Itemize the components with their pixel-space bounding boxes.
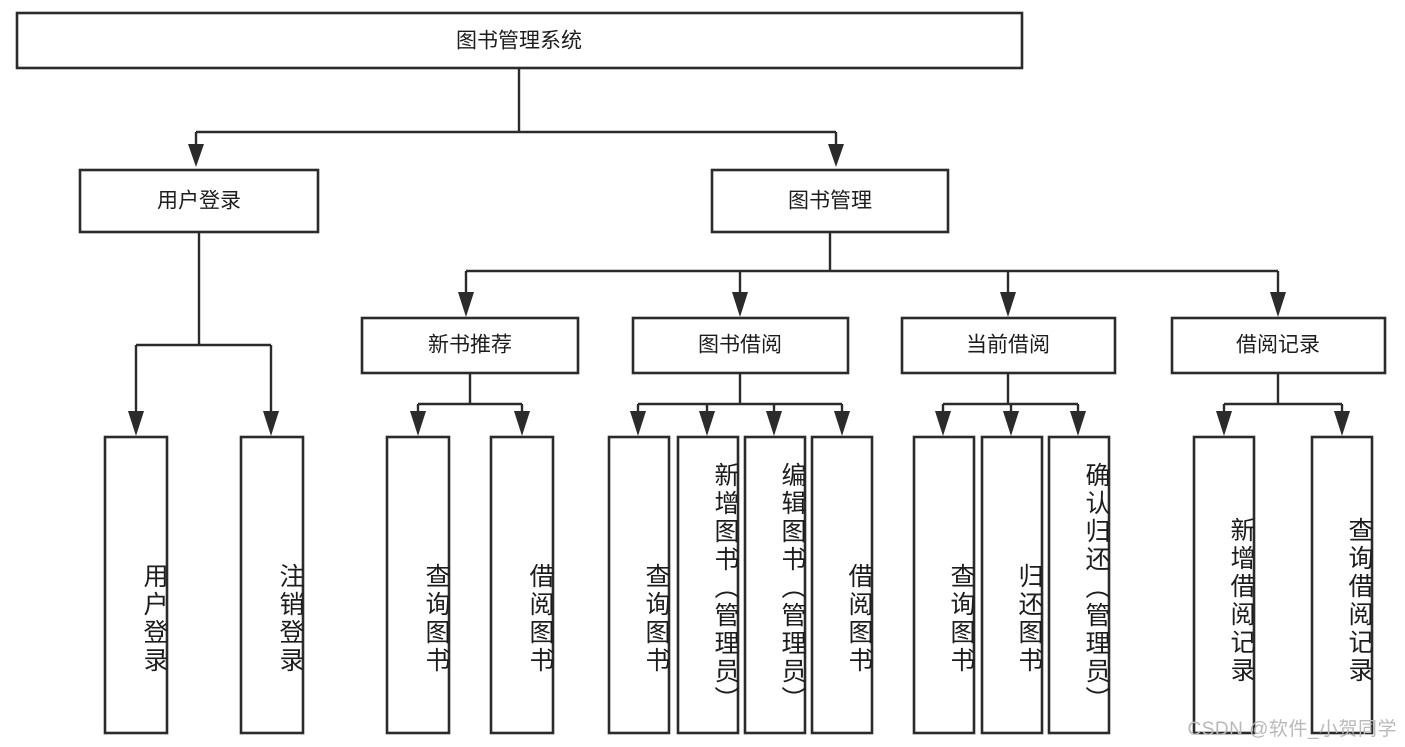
node-root[interactable]: 图书管理系统 bbox=[15, 11, 1024, 70]
arrow-head-icon bbox=[188, 144, 204, 167]
node-book-management-label: 图书管理 bbox=[788, 190, 872, 213]
connector-book-borrow-to-leaves bbox=[630, 373, 850, 436]
leaf-box-query-book-b[interactable] bbox=[607, 435, 671, 735]
csdn-watermark: CSDN @软件_小贺同学 bbox=[1187, 719, 1397, 740]
connector-borrow-record-to-leaves bbox=[1216, 373, 1350, 436]
node-user-login[interactable]: 用户登录 bbox=[78, 168, 320, 234]
arrow-head-icon bbox=[935, 411, 951, 436]
arrow-head-icon bbox=[458, 292, 474, 317]
node-user-login-box bbox=[78, 168, 320, 234]
node-user-login-label: 用户登录 bbox=[157, 190, 241, 213]
connector-new-book-recommend-to-leaves bbox=[410, 373, 530, 436]
node-current-borrow-label: 当前借阅 bbox=[966, 334, 1050, 357]
leaf-box-add-book-admin[interactable] bbox=[676, 435, 740, 735]
leaf-box-edit-book-admin[interactable] bbox=[743, 435, 807, 735]
connector-current-borrow-to-leaves bbox=[935, 373, 1086, 436]
leaf-box-borrow-book-a[interactable] bbox=[489, 435, 555, 735]
node-current-borrow-box bbox=[900, 316, 1117, 375]
leaf-box-query-book-a[interactable] bbox=[385, 435, 451, 735]
arrow-head-icon bbox=[699, 411, 715, 436]
connector-root-to-level2 bbox=[188, 68, 844, 167]
arrow-head-icon bbox=[834, 411, 850, 436]
arrow-head-icon bbox=[1003, 411, 1019, 436]
node-borrow-record[interactable]: 借阅记录 bbox=[1170, 316, 1387, 375]
arrow-head-icon bbox=[828, 144, 844, 167]
arrow-head-icon bbox=[1334, 411, 1350, 436]
arrow-head-icon bbox=[1000, 292, 1016, 317]
arrow-head-icon bbox=[1216, 411, 1232, 436]
node-book-borrow-label: 图书借阅 bbox=[698, 334, 782, 357]
leaf-box-add-borrow-record[interactable] bbox=[1192, 435, 1256, 735]
arrow-head-icon bbox=[514, 411, 530, 436]
node-book-management[interactable]: 图书管理 bbox=[710, 168, 950, 234]
node-borrow-record-label: 借阅记录 bbox=[1236, 334, 1320, 357]
arrow-head-icon bbox=[1070, 411, 1086, 436]
leaf-box-borrow-book-b[interactable] bbox=[810, 435, 874, 735]
node-root-box bbox=[15, 11, 1024, 70]
leaf-box-return-book[interactable] bbox=[980, 435, 1044, 735]
connector-user-login-to-leaves bbox=[128, 232, 279, 436]
leaf-box-logout[interactable] bbox=[239, 435, 305, 735]
arrow-head-icon bbox=[263, 411, 279, 436]
node-root-label: 图书管理系统 bbox=[456, 30, 582, 53]
arrow-head-icon bbox=[630, 411, 646, 436]
node-new-book-recommend[interactable]: 新书推荐 bbox=[360, 316, 580, 375]
node-book-borrow[interactable]: 图书借阅 bbox=[631, 316, 850, 375]
node-new-book-recommend-box bbox=[360, 316, 580, 375]
node-current-borrow[interactable]: 当前借阅 bbox=[900, 316, 1117, 375]
leaf-box-query-borrow-record[interactable] bbox=[1310, 435, 1374, 735]
arrow-head-icon bbox=[732, 292, 748, 317]
arrow-head-icon bbox=[1270, 292, 1286, 317]
leaf-box-confirm-return-admin[interactable] bbox=[1047, 435, 1111, 735]
leaf-box-query-book-c[interactable] bbox=[912, 435, 976, 735]
node-new-book-recommend-label: 新书推荐 bbox=[428, 334, 512, 357]
arrow-head-icon bbox=[766, 411, 782, 436]
connector-book-management-to-level3 bbox=[458, 232, 1286, 317]
arrow-head-icon bbox=[128, 411, 144, 436]
leaf-box-user-login[interactable] bbox=[103, 435, 169, 735]
arrow-head-icon bbox=[410, 411, 426, 436]
